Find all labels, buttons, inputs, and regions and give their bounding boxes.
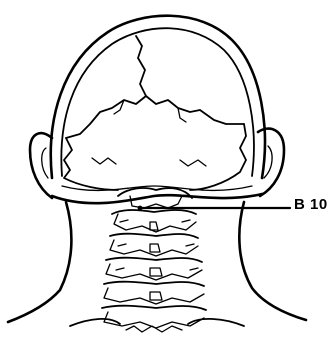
- skull-outline: [51, 16, 265, 178]
- right-ear: [258, 129, 284, 196]
- shoulder-base: [70, 319, 244, 332]
- skull-base: [52, 186, 262, 203]
- acupoint-b10-marker: [138, 206, 290, 211]
- acupoint-label: B 10: [294, 197, 328, 212]
- cranial-sutures: [66, 36, 244, 138]
- occipital-base: [64, 124, 246, 190]
- left-ear: [30, 133, 52, 198]
